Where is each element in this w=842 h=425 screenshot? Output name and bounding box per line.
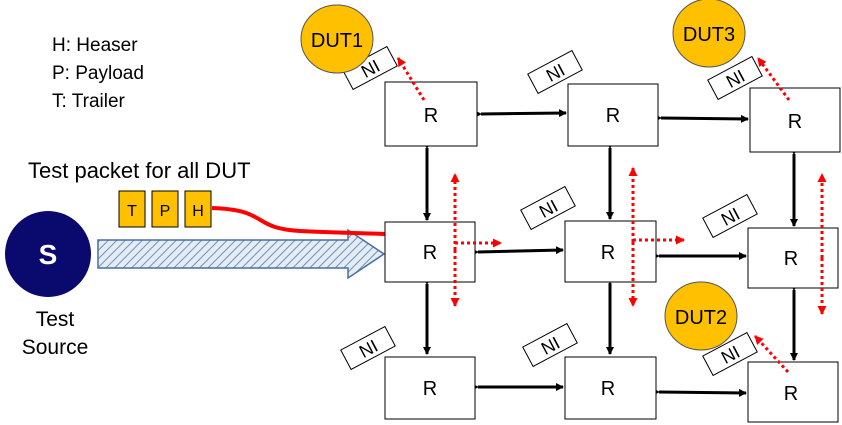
router-r01	[567, 83, 659, 147]
router-r02-label: R	[788, 111, 802, 133]
link-r01-r02	[653, 113, 749, 123]
router-links	[423, 109, 798, 397]
ni-r01: NI	[527, 49, 583, 95]
link-r21-r22	[651, 387, 747, 397]
router-r11-label: R	[601, 242, 615, 264]
legend-payload: P: Payload	[52, 63, 144, 84]
devices-under-test: DUT1 DUT3 DUT2	[300, 0, 746, 351]
test-stream-arrow	[97, 228, 386, 280]
link-r00-r01	[473, 109, 567, 119]
test-source-label-line1: Test	[36, 308, 75, 331]
route-r00-to-dut1	[396, 57, 426, 101]
router-r22	[747, 361, 839, 423]
test-routing-paths	[396, 57, 827, 374]
dut2-node	[664, 281, 738, 351]
test-source-symbol: S	[39, 239, 58, 270]
packet-field-header-label: H	[192, 203, 204, 220]
router-r20-label: R	[423, 378, 437, 400]
ni-r02: NI	[707, 55, 763, 101]
packet-field-trailer-label: T	[127, 203, 137, 220]
packet-field-payload-label: P	[160, 203, 171, 220]
router-r21-label: R	[601, 378, 615, 400]
dut1-node	[300, 4, 374, 74]
router-r20	[384, 356, 476, 420]
router-r01-label: R	[606, 105, 620, 127]
router-r10	[384, 221, 476, 283]
packet-injection-path	[211, 206, 410, 242]
router-r21	[564, 356, 657, 420]
packet-field-trailer	[118, 190, 146, 228]
router-r12-label: R	[784, 248, 798, 270]
router-r22-label: R	[784, 383, 798, 405]
dut3-label: DUT3	[683, 24, 735, 46]
test-source-node	[5, 211, 91, 297]
packet-field-header	[184, 190, 212, 228]
dut3-node	[672, 0, 746, 68]
test-source-label-line2: Source	[22, 336, 89, 359]
route-r22-to-dut2	[753, 334, 790, 374]
link-r10-r11	[470, 246, 564, 257]
packet-caption: Test packet for all DUT	[28, 158, 251, 183]
router-r11	[564, 220, 657, 283]
dut1-label: DUT1	[311, 30, 363, 52]
packet-field-payload	[151, 190, 179, 228]
router-r00-label: R	[424, 105, 438, 127]
legend-header: H: Heaser	[52, 35, 138, 56]
router-r02	[749, 87, 841, 153]
legend-trailer: T: Trailer	[52, 91, 126, 112]
router-r10-label: R	[423, 242, 437, 264]
network-interfaces: NI NI NI NI NI NI NI NI	[340, 45, 763, 377]
dut2-label: DUT2	[675, 307, 727, 329]
route-r02-to-dut3	[756, 57, 791, 101]
router-r00	[384, 81, 478, 147]
test-packet: T P H	[118, 190, 212, 228]
routers: R R R R R R R R R	[384, 81, 841, 423]
